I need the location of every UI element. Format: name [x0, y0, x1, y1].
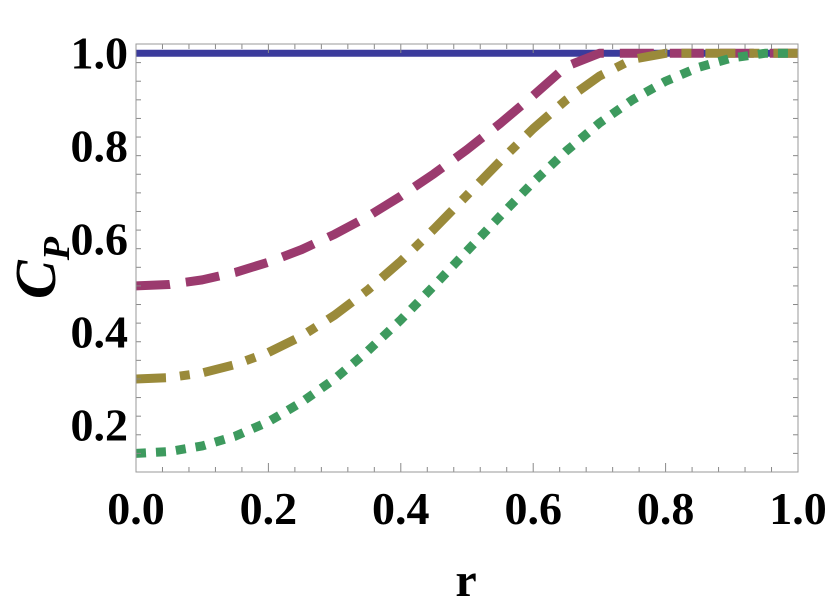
- y-tick-label: 0.4: [71, 306, 129, 357]
- ticks-layer: [135, 44, 799, 473]
- series-layer: [135, 48, 798, 458]
- y-tick-label: 0.8: [71, 120, 129, 171]
- y-axis-label: CP: [3, 236, 78, 299]
- plot-frame: [135, 43, 799, 473]
- x-tick-label: 1.0: [769, 483, 827, 534]
- y-tick-label: 0.2: [71, 399, 129, 450]
- y-tick-label: 1.0: [71, 27, 129, 78]
- series-line-4: [135, 48, 798, 458]
- series-line-3: [135, 48, 798, 384]
- y-axis-label-sub: P: [36, 236, 78, 261]
- x-tick-label: 0.0: [107, 483, 165, 534]
- x-tick-label: 0.4: [372, 483, 430, 534]
- labels-layer: 0.0 0.2 0.4 0.6 0.8 1.0 0.2 0.4 0.6 0.8 1.0: [71, 27, 827, 534]
- y-axis-label-main: C: [3, 259, 68, 299]
- x-tick-label: 0.2: [240, 483, 298, 534]
- x-tick-label: 0.6: [504, 483, 562, 534]
- y-tick-label: 0.6: [71, 213, 129, 264]
- x-axis-label: r: [455, 554, 476, 604]
- x-tick-label: 0.8: [637, 483, 695, 534]
